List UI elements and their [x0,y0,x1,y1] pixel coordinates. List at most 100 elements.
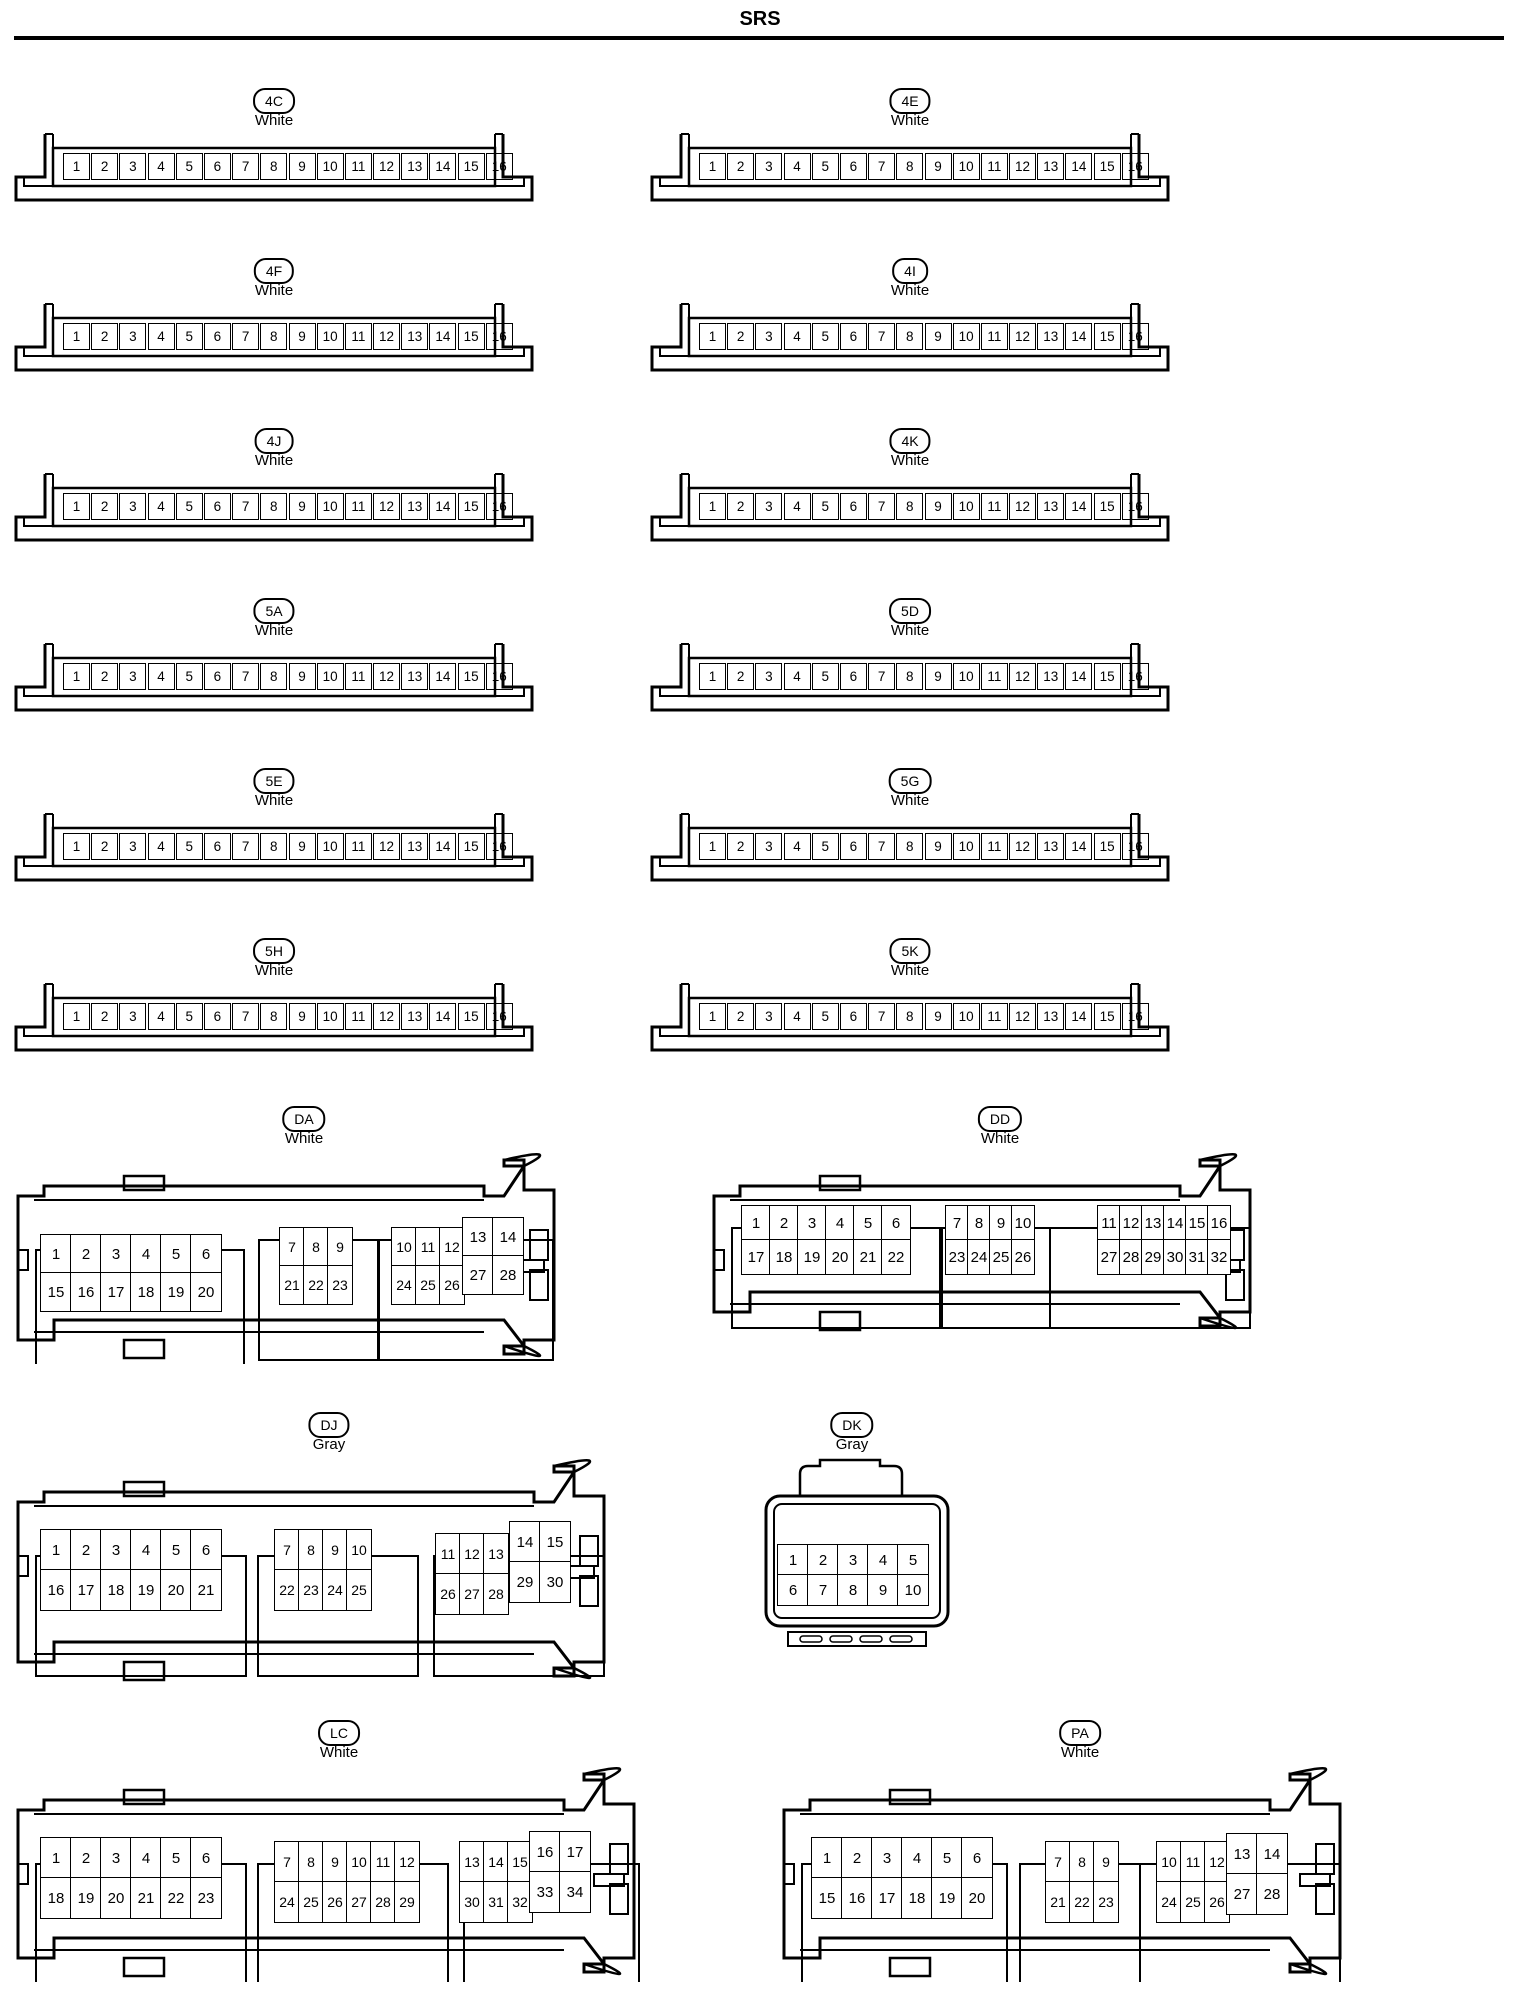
pin-11: 11 [344,493,372,520]
connector-color-label: White [284,1130,324,1147]
pin-10: 10 [316,833,344,860]
pin-5: 5 [931,1837,963,1879]
pin-16: 16 [485,493,513,520]
pin-28: 28 [1119,1239,1143,1275]
pin-8: 8 [260,323,288,350]
pin-16: 16 [1121,833,1149,860]
pin-30: 30 [459,1881,485,1923]
connector-id-badge: 5D [889,598,931,624]
pin-11: 11 [344,663,372,690]
pin-13: 13 [1037,1003,1065,1030]
pin-16: 16 [1121,153,1149,180]
pin-15: 15 [1093,663,1121,690]
pin-19: 19 [160,1272,192,1312]
pin-15: 15 [1093,1003,1121,1030]
pin-13: 13 [401,493,429,520]
pin-1: 1 [63,153,90,180]
connector-housing-outline [650,473,1170,542]
pin-2: 2 [807,1544,839,1576]
pin-13: 13 [462,1217,494,1257]
pin-8: 8 [260,833,288,860]
pin-1: 1 [741,1205,771,1241]
pin-6: 6 [203,663,231,690]
pin-23: 23 [190,1877,222,1919]
pin-3: 3 [119,833,147,860]
connector-color-label: White [254,792,294,809]
pin-7: 7 [868,153,896,180]
connector-id-badge: 5G [888,768,932,794]
pin-3: 3 [797,1205,827,1241]
pin-30: 30 [539,1561,571,1603]
pin-6: 6 [203,833,231,860]
pin-11: 11 [344,153,372,180]
pin-14: 14 [1065,323,1093,350]
pin-5: 5 [811,493,839,520]
connector-color-label: White [254,452,294,469]
pin-31: 31 [483,1881,509,1923]
pin-27: 27 [462,1255,494,1295]
connector-housing-outline [650,303,1170,372]
pin-8: 8 [303,1227,329,1267]
connector-housing-outline [16,1459,606,1682]
connector-housing-outline [14,983,534,1052]
pin-2: 2 [70,1529,102,1571]
pin-18: 18 [40,1877,72,1919]
pin-1: 1 [699,833,726,860]
connector-id-badge: 4C [253,88,295,114]
pin-1: 1 [699,153,726,180]
pin-6: 6 [203,153,231,180]
pin-1: 1 [63,323,90,350]
pin-3: 3 [755,493,783,520]
pin-7: 7 [232,153,260,180]
connector-id-badge: DJ [308,1412,350,1438]
pin-13: 13 [1037,153,1065,180]
pin-7: 7 [279,1227,305,1267]
pin-15: 15 [457,833,485,860]
pin-14: 14 [429,493,457,520]
pin-17: 17 [70,1569,102,1611]
connector-id-badge: DK [830,1412,874,1438]
pin-3: 3 [119,493,147,520]
connector-id-badge: 4I [892,258,928,284]
pin-3: 3 [755,1003,783,1030]
pin-12: 12 [373,153,401,180]
pin-32: 32 [1207,1239,1231,1275]
connector-id-badge: 4F [253,258,295,284]
pin-4: 4 [783,323,811,350]
pin-11: 11 [980,833,1008,860]
pin-5: 5 [811,153,839,180]
pin-4: 4 [783,663,811,690]
pin-18: 18 [901,1877,933,1919]
pin-22: 22 [160,1877,192,1919]
page-title: SRS [739,8,781,30]
pin-34: 34 [559,1871,591,1913]
title-rule [14,36,1504,40]
connector-color-label: White [319,1744,359,1761]
pin-6: 6 [190,1529,222,1571]
pin-27: 27 [459,1573,485,1615]
connector-id-badge: LC [318,1720,360,1746]
pin-10: 10 [391,1227,417,1267]
pin-16: 16 [841,1877,873,1919]
pin-6: 6 [839,493,867,520]
pin-6: 6 [777,1574,809,1606]
pin-7: 7 [232,493,260,520]
